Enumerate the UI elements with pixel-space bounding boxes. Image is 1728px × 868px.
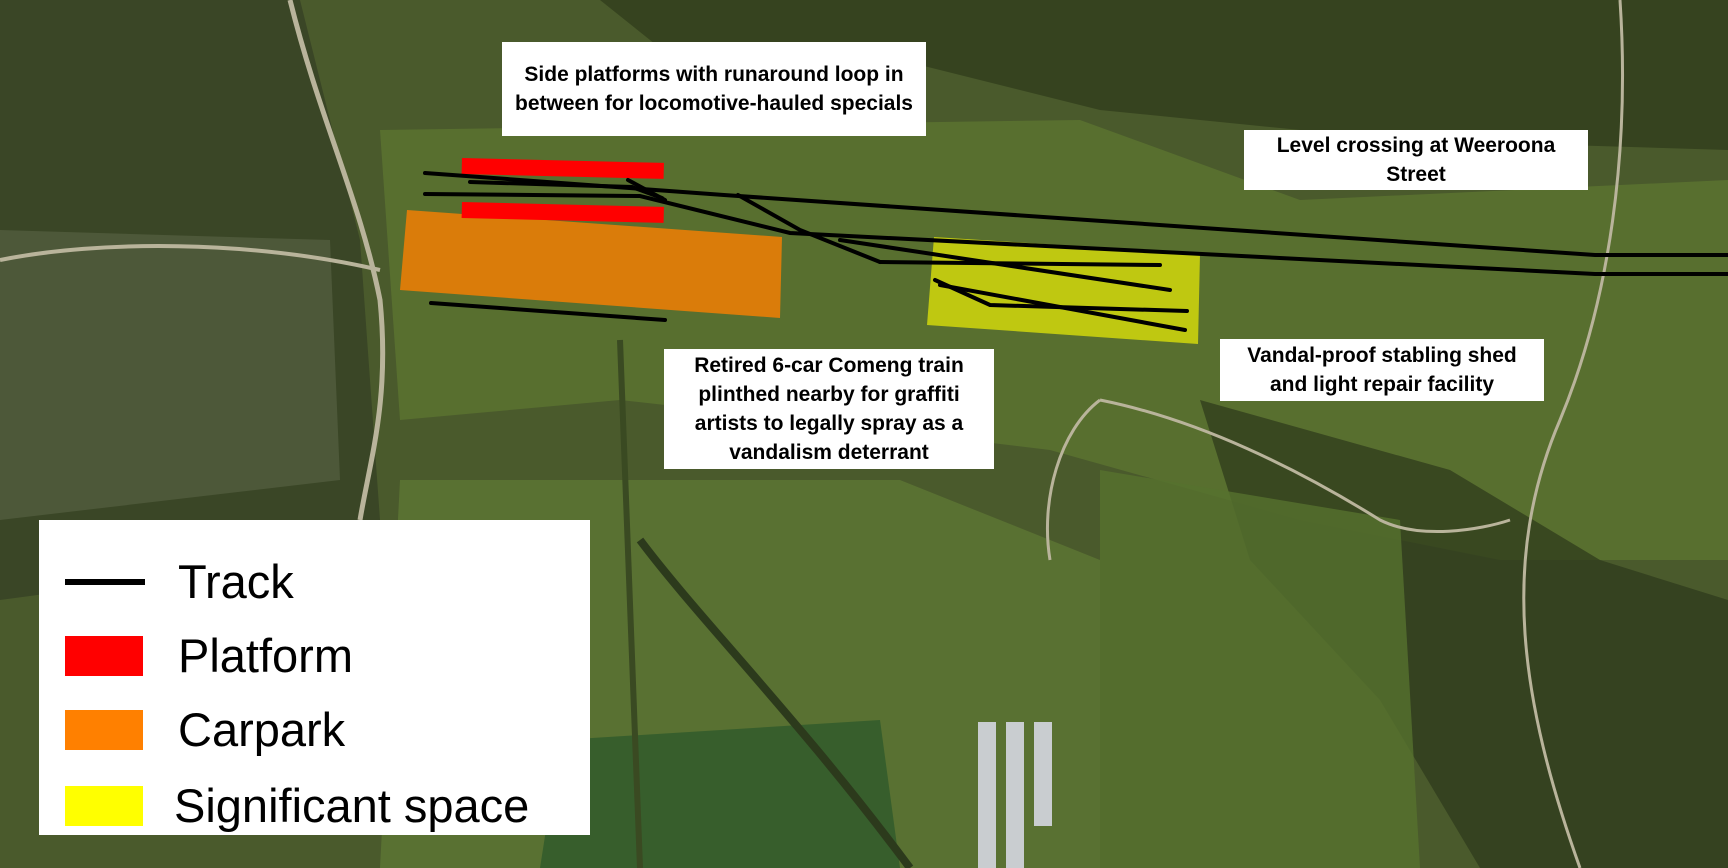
green-field bbox=[540, 720, 900, 868]
track-comeng-plinth bbox=[429, 301, 667, 322]
legend-carpark-swatch bbox=[65, 710, 143, 750]
track-loop-crossover bbox=[626, 178, 667, 202]
road-west-branch bbox=[0, 244, 381, 272]
road-east bbox=[1522, 0, 1624, 868]
tree-line bbox=[636, 537, 914, 868]
track-siding-4 bbox=[938, 283, 1187, 332]
callout-platforms-text: Side platforms with runaround loop in be… bbox=[515, 63, 913, 115]
suburban-blocks bbox=[0, 230, 340, 520]
road-main-west bbox=[287, 0, 386, 521]
legend-significant-space-label: Significant space bbox=[174, 779, 530, 832]
platform-north bbox=[461, 158, 664, 179]
legend-carpark-label: Carpark bbox=[178, 703, 346, 756]
greenhouse bbox=[978, 722, 996, 868]
carpark-area bbox=[400, 210, 782, 318]
callout-stabling-shed-text: Vandal-proof stabling shed and light rep… bbox=[1247, 344, 1517, 396]
legend-significant-space-swatch bbox=[65, 786, 143, 826]
callout-level-crossing-text: Level crossing at Weeroona Street bbox=[1276, 134, 1556, 186]
farm-track-south bbox=[1046, 398, 1101, 561]
callout-platforms: Side platforms with runaround loop in be… bbox=[502, 42, 926, 136]
greenhouse bbox=[1034, 722, 1052, 826]
legend-item-carpark: Carpark bbox=[39, 700, 590, 760]
callout-comeng-train-text: Retired 6-car Comeng train plinthed near… bbox=[694, 354, 964, 464]
track-siding-2 bbox=[838, 238, 1172, 292]
map-legend: Track Platform Carpark Significant space bbox=[39, 520, 590, 835]
track-siding-junction bbox=[736, 193, 882, 264]
greenhouse bbox=[1006, 722, 1024, 868]
paddock-southeast bbox=[1100, 470, 1420, 868]
legend-platform-label: Platform bbox=[178, 629, 353, 682]
legend-item-significant-space: Significant space bbox=[39, 776, 590, 836]
tree-line bbox=[617, 339, 643, 868]
grassland-area bbox=[380, 120, 1728, 560]
legend-track-label: Track bbox=[178, 555, 294, 608]
callout-stabling-shed: Vandal-proof stabling shed and light rep… bbox=[1220, 339, 1544, 401]
farm-track bbox=[1099, 398, 1511, 534]
legend-item-track: Track bbox=[39, 552, 590, 612]
callout-level-crossing: Level crossing at Weeroona Street bbox=[1244, 130, 1588, 190]
callout-comeng-train: Retired 6-car Comeng train plinthed near… bbox=[664, 349, 994, 469]
bush-north bbox=[600, 0, 1728, 150]
track-main-south bbox=[423, 192, 1728, 276]
legend-item-platform: Platform bbox=[39, 626, 590, 686]
track-siding-1 bbox=[878, 260, 1162, 267]
platform-south bbox=[461, 202, 664, 223]
legend-platform-swatch bbox=[65, 636, 143, 676]
legend-track-swatch bbox=[65, 579, 145, 585]
